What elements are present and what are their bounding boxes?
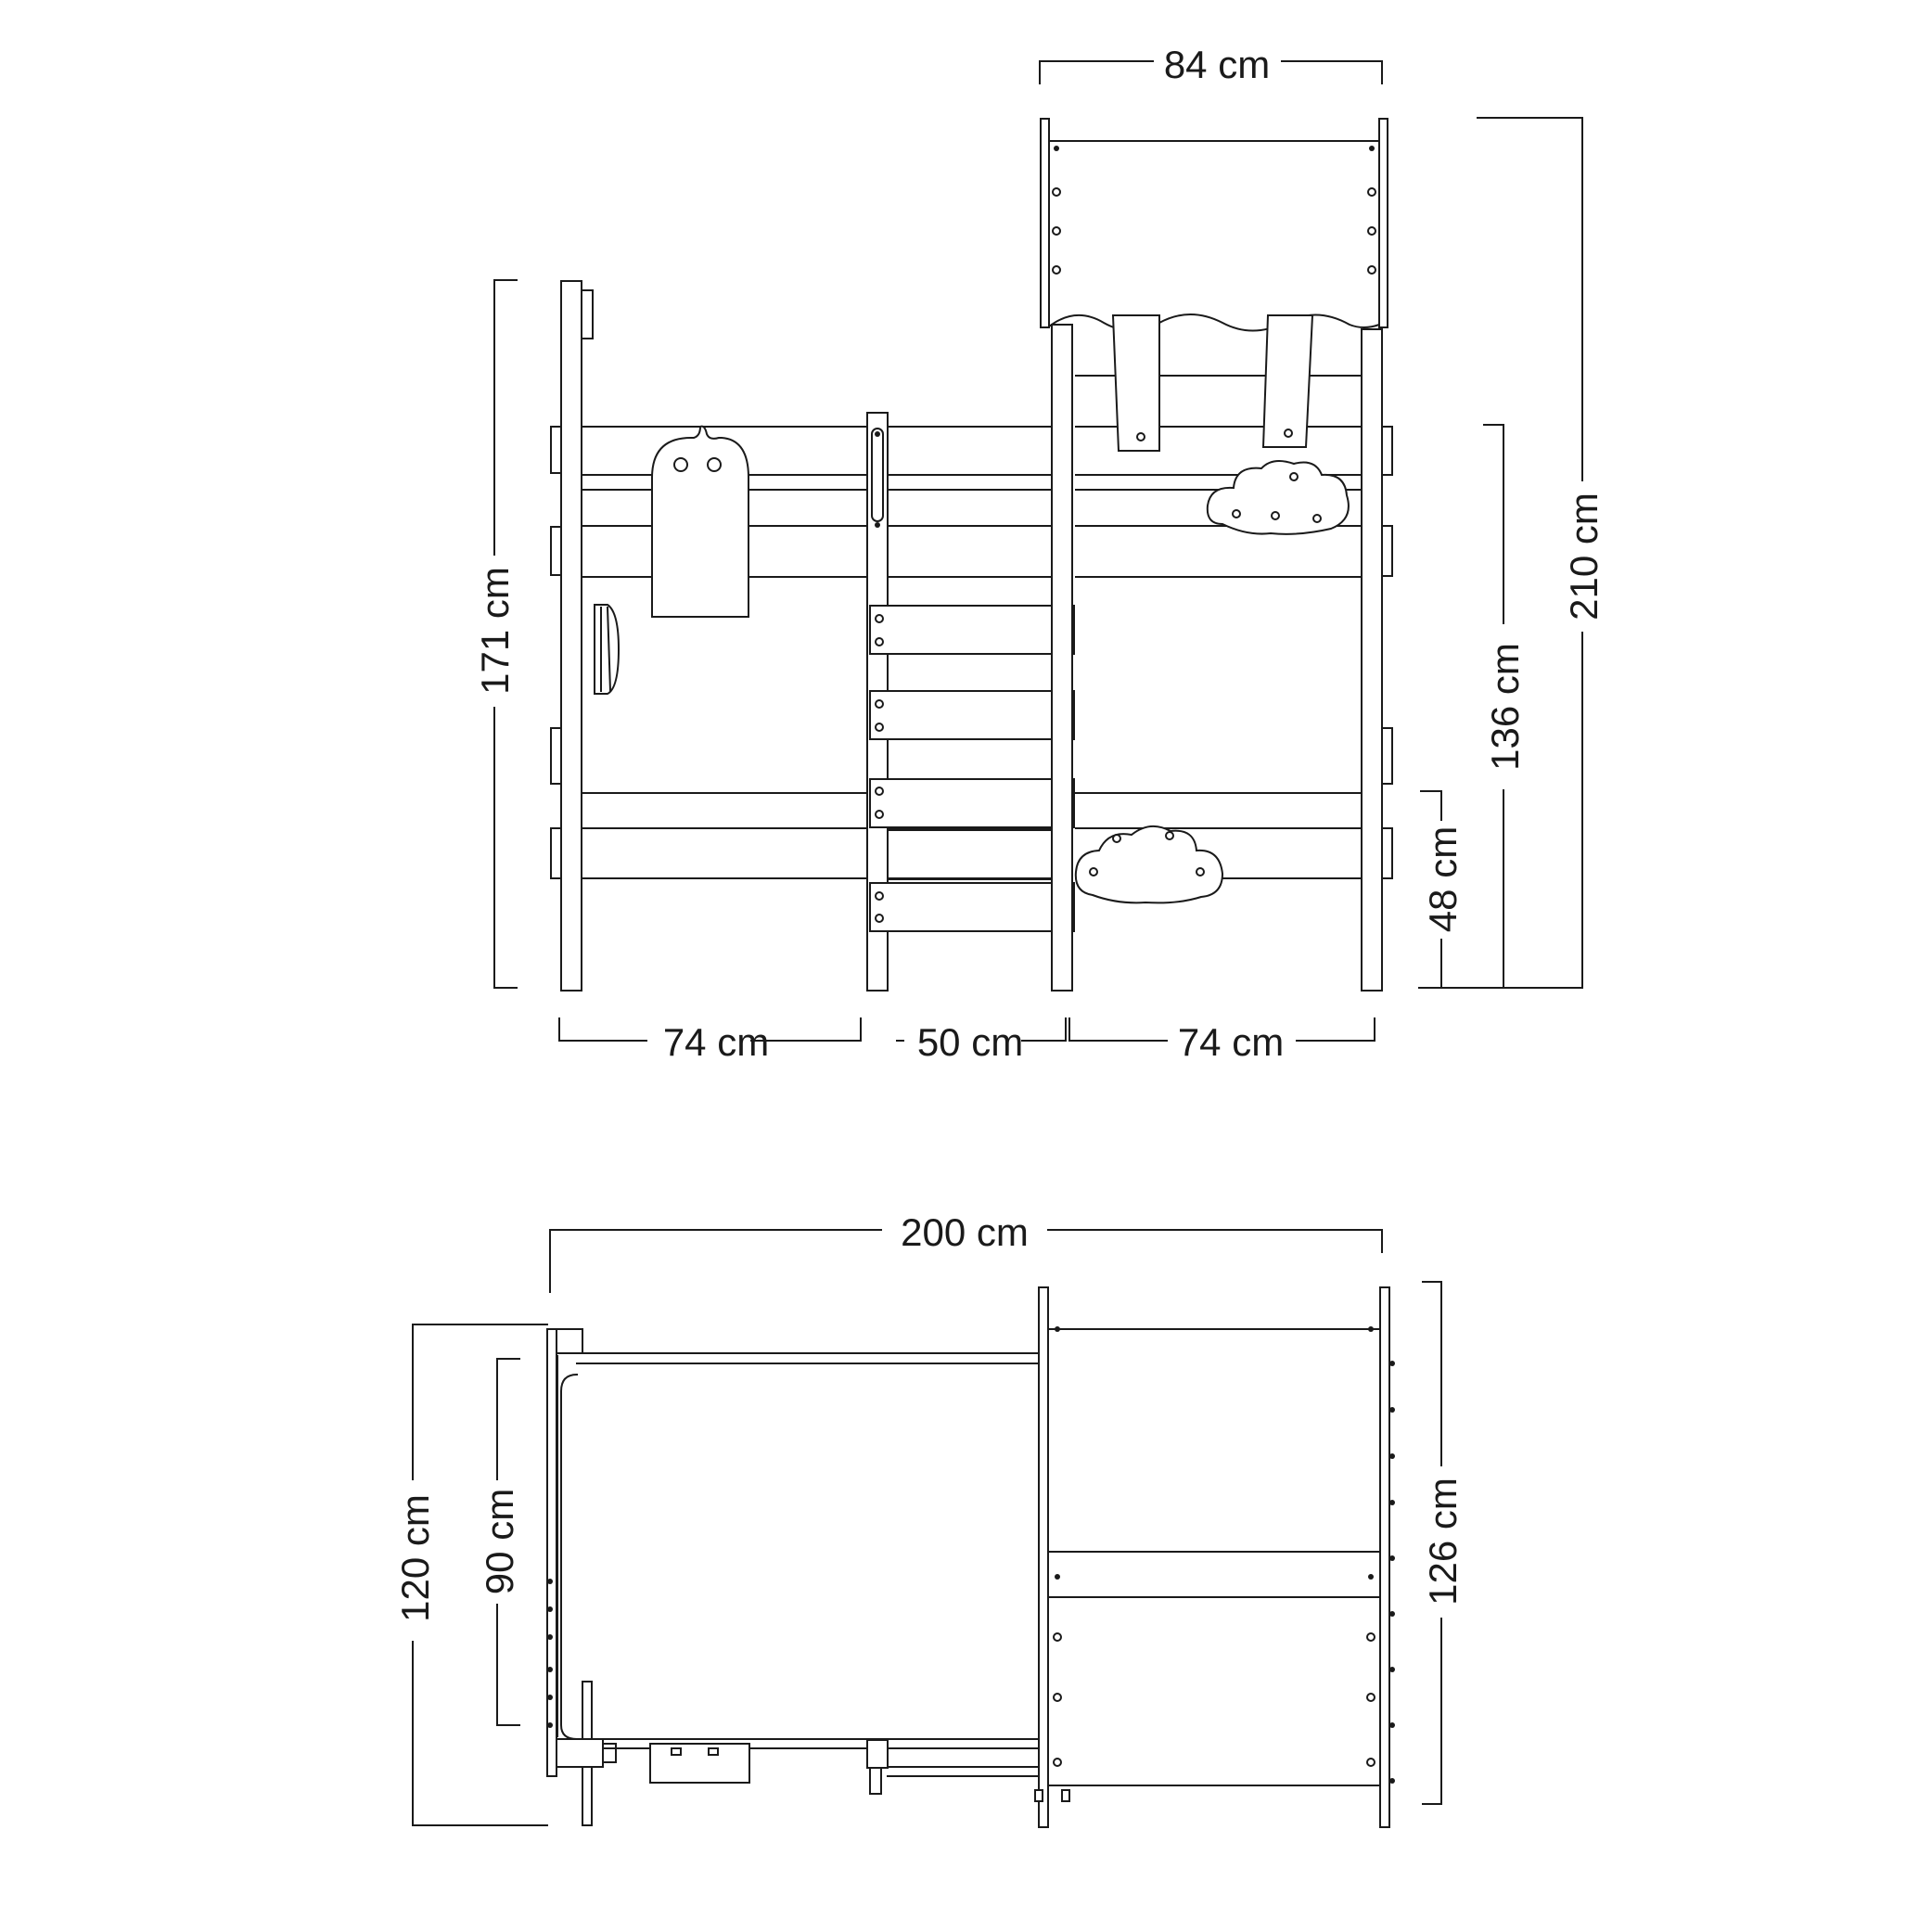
dim-ladder-span: 50 cm (917, 1020, 1023, 1064)
lower-cloud (1074, 825, 1224, 904)
ladder-bolts (875, 614, 1068, 923)
upper-cloud (1206, 459, 1350, 535)
dim-total-height: 210 cm (1562, 493, 1606, 621)
dim-inner-width: 90 cm (478, 1489, 521, 1594)
ghost-panel (651, 425, 749, 618)
ladder (866, 412, 1075, 992)
dim-right-span: 74 cm (1178, 1020, 1284, 1064)
front-dimension-labels: 84 cm 171 cm 210 cm 136 cm 48 cm 74 cm 5… (473, 43, 1606, 1064)
left-post (550, 280, 594, 992)
ladder-top (866, 1739, 1040, 1795)
top-dimension-labels: 200 cm 120 cm 90 cm 126 cm (393, 1210, 1465, 1622)
dim-roof-width: 84 cm (1164, 43, 1270, 86)
left-frame (546, 1328, 617, 1826)
front-view: 84 cm 171 cm 210 cm 136 cm 48 cm 74 cm 5… (473, 43, 1606, 1064)
front-dimension-lines (493, 60, 1583, 1042)
left-climbing-handle (594, 604, 621, 695)
dim-overall-width: 120 cm (393, 1494, 437, 1622)
tower-top (1034, 1286, 1395, 1828)
dim-platform-height: 136 cm (1483, 643, 1527, 771)
right-tower (1040, 118, 1393, 992)
top-view: 200 cm 120 cm 90 cm 126 cm (393, 1210, 1465, 1828)
dim-overall-length: 200 cm (901, 1210, 1029, 1254)
dim-left-height: 171 cm (473, 567, 517, 695)
deck-outline (560, 1352, 1040, 1749)
ghost-panel-top (649, 1743, 750, 1784)
dim-tower-width: 126 cm (1421, 1478, 1465, 1606)
top-dimension-lines (412, 1229, 1442, 1826)
dim-left-span: 74 cm (663, 1020, 769, 1064)
dim-low-height: 48 cm (1421, 826, 1465, 932)
